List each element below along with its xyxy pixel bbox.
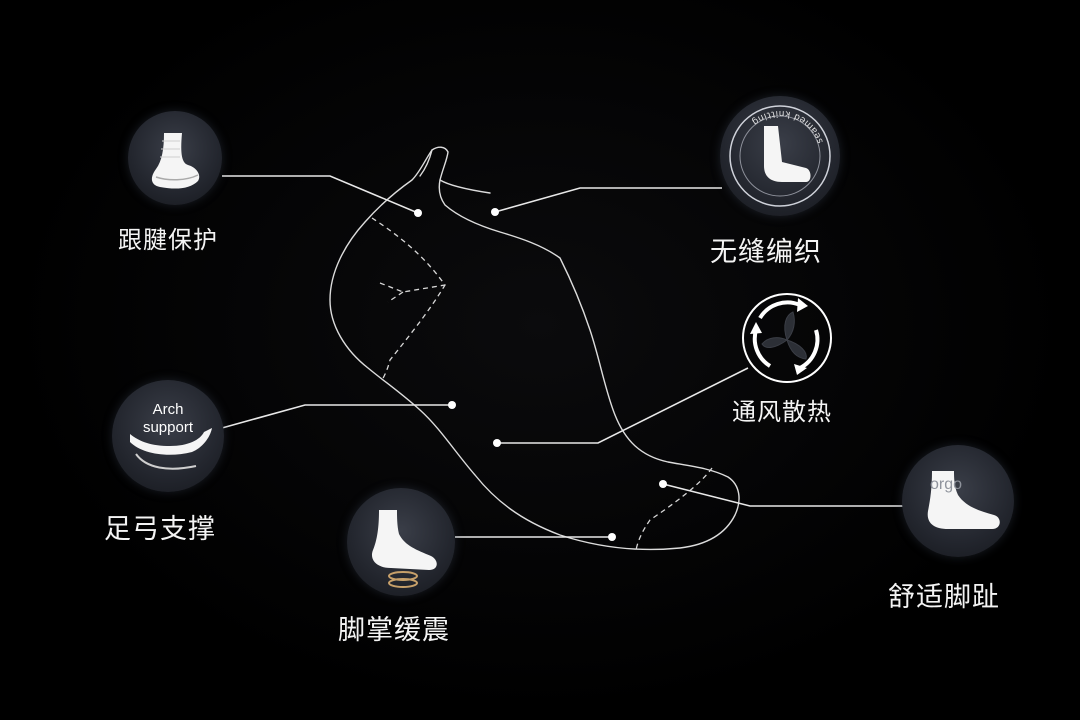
sock-outline [329,146,740,551]
heel-icon [151,133,200,189]
cushion-badge [347,488,455,596]
arch-support-icon: Arch support [130,401,212,470]
cushion-label: 脚掌缓震 [338,615,450,646]
seamless-badge: seamed knitting [720,96,840,216]
toe-seam-dashed [635,467,713,551]
arch-badge: Arch support [112,380,224,492]
svg-text:seamed knitting: seamed knitting [749,108,826,145]
arch-badge-text-line1: Arch [153,401,184,418]
ventilation-anchor-dot [493,439,501,447]
ventilation-connector-line [497,367,749,444]
seamless-ring-text: seamed knitting [749,108,825,145]
heel-connector-line [222,175,419,214]
seamless-connector-line [494,187,722,213]
heel-badge [128,111,222,205]
toe-badge-text: orgo [930,476,962,493]
seamless-knitting-icon: seamed knitting [729,105,831,207]
seamless-label: 无缝编织 [710,237,822,268]
sock-cuff-line [439,179,491,194]
foot-cushion-icon [371,510,437,588]
toe-anchor-dot [659,480,667,488]
cushion-anchor-dot [608,533,616,541]
ventilation-fan-icon [742,293,832,383]
arch-badge-text-line2: support [143,419,194,436]
seamless-anchor-dot [491,208,499,216]
heel-anchor-dot [414,209,422,217]
toe-badge: orgo [902,445,1014,557]
heel-label: 跟腱保护 [118,226,218,254]
arch-connector-line [221,404,452,429]
toe-icon: orgo [927,471,1000,529]
arch-anchor-dot [448,401,456,409]
arch-label: 足弓支撑 [104,514,216,545]
toe-connector-line [662,483,905,507]
ventilation-label: 通风散热 [732,398,832,426]
heel-y-seam-dashed [379,282,446,303]
toe-label: 舒适脚趾 [888,582,1000,613]
heel-seam-dashed [371,217,446,381]
sock-heel-tab [419,149,433,177]
